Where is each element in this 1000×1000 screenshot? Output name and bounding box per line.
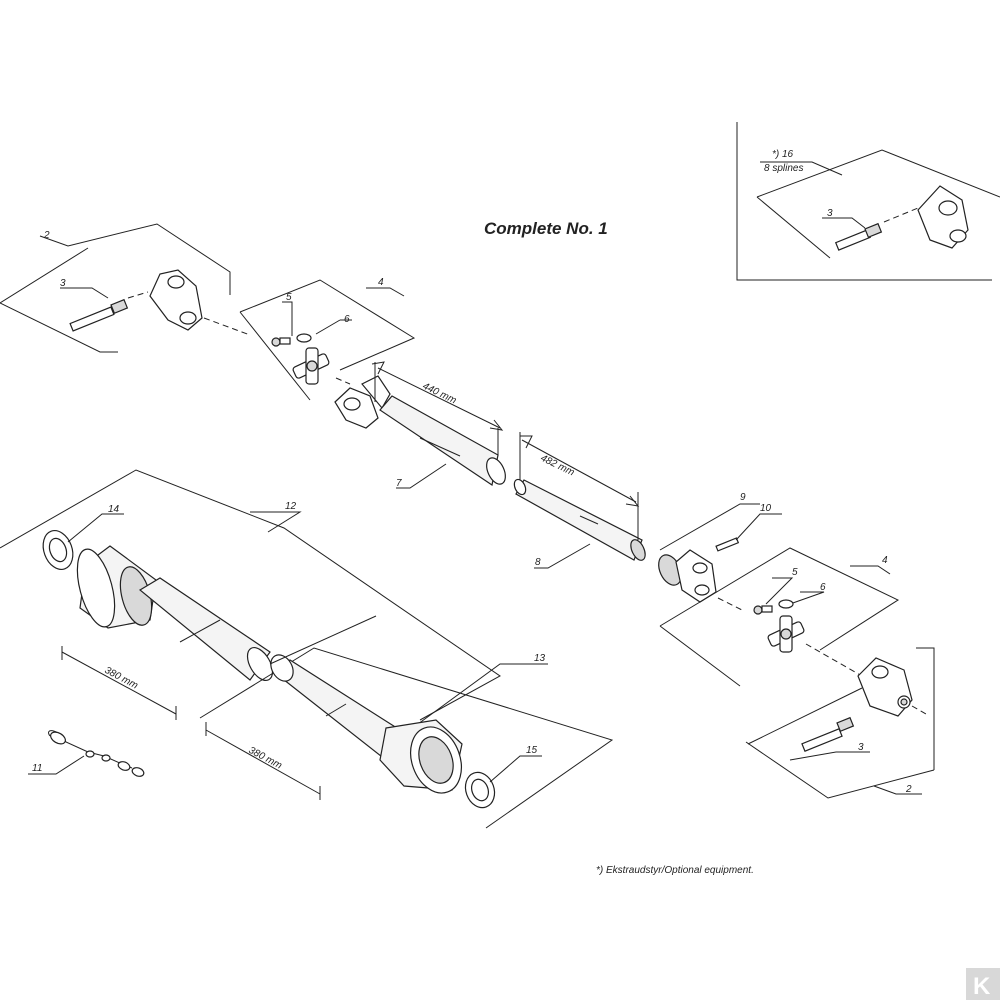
bolt-bottom	[801, 716, 855, 752]
yoke-bottom	[857, 657, 913, 717]
spring-pin-10	[715, 537, 740, 552]
yoke-top	[149, 269, 203, 331]
callout-5-top: 5	[286, 292, 292, 303]
callout-2-bottom: 2	[905, 784, 912, 795]
bolt-top	[69, 298, 129, 332]
dimension-380-a: 380 mm	[103, 665, 140, 692]
diagram-title: Complete No. 1	[484, 219, 608, 238]
callout-12: 12	[285, 501, 297, 512]
cross-top	[292, 347, 330, 385]
inner-tube-7	[334, 375, 506, 486]
guard-cone-12	[76, 545, 274, 681]
dimension-380-b: 380 mm	[247, 745, 284, 772]
guard-cone-13	[270, 654, 463, 794]
callout-13: 13	[534, 653, 546, 664]
seal-ring-top	[296, 333, 312, 343]
group-4-top: 4 5 6	[239, 277, 416, 401]
callout-5-right: 5	[792, 567, 798, 578]
optional-box: *) 16 8 splines 3	[736, 122, 1000, 281]
guard-ring-14	[42, 530, 74, 570]
callout-9: 9	[740, 492, 746, 503]
callout-15: 15	[526, 745, 538, 756]
guard-ring-15	[464, 771, 496, 809]
callout-14: 14	[108, 504, 120, 515]
callout-16-splines: 8 splines	[764, 163, 803, 174]
grease-nipple-right	[753, 605, 773, 615]
callout-3-top: 3	[60, 278, 66, 289]
logo-glyph: K	[973, 973, 991, 1000]
callout-3-optional: 3	[827, 208, 833, 219]
yoke-optional	[917, 185, 969, 249]
bolt-optional	[834, 222, 883, 251]
callout-2-top: 2	[43, 230, 50, 241]
callout-16: *) 16	[772, 149, 794, 160]
safety-chain-11	[48, 730, 145, 777]
callout-6-right: 6	[820, 582, 826, 593]
callout-10: 10	[760, 503, 772, 514]
dimension-440: 440 mm	[421, 381, 458, 407]
callout-11: 11	[32, 763, 42, 774]
callout-6-top: 6	[344, 314, 350, 325]
callout-3-bottom: 3	[858, 742, 864, 753]
outer-yoke-9	[658, 549, 717, 603]
group-2-top: 2 3	[0, 223, 251, 353]
callout-7: 7	[396, 478, 402, 489]
grease-nipple-top	[271, 337, 291, 347]
callout-8: 8	[535, 557, 541, 568]
footnote: *) Ekstraudstyr/Optional equipment.	[596, 865, 754, 876]
callout-4-top: 4	[378, 277, 384, 288]
group-2-bottom: 3 2	[745, 647, 935, 799]
callout-4-right: 4	[882, 555, 888, 566]
outer-tube-8	[513, 478, 646, 561]
dimension-482: 482 mm	[539, 453, 576, 479]
cross-right	[767, 615, 805, 653]
seal-ring-right	[778, 599, 794, 609]
group-13: 13 380 mm 15	[199, 647, 614, 829]
group-4-right: 4 5 6	[659, 547, 900, 687]
logo-watermark: K	[966, 968, 1000, 1000]
